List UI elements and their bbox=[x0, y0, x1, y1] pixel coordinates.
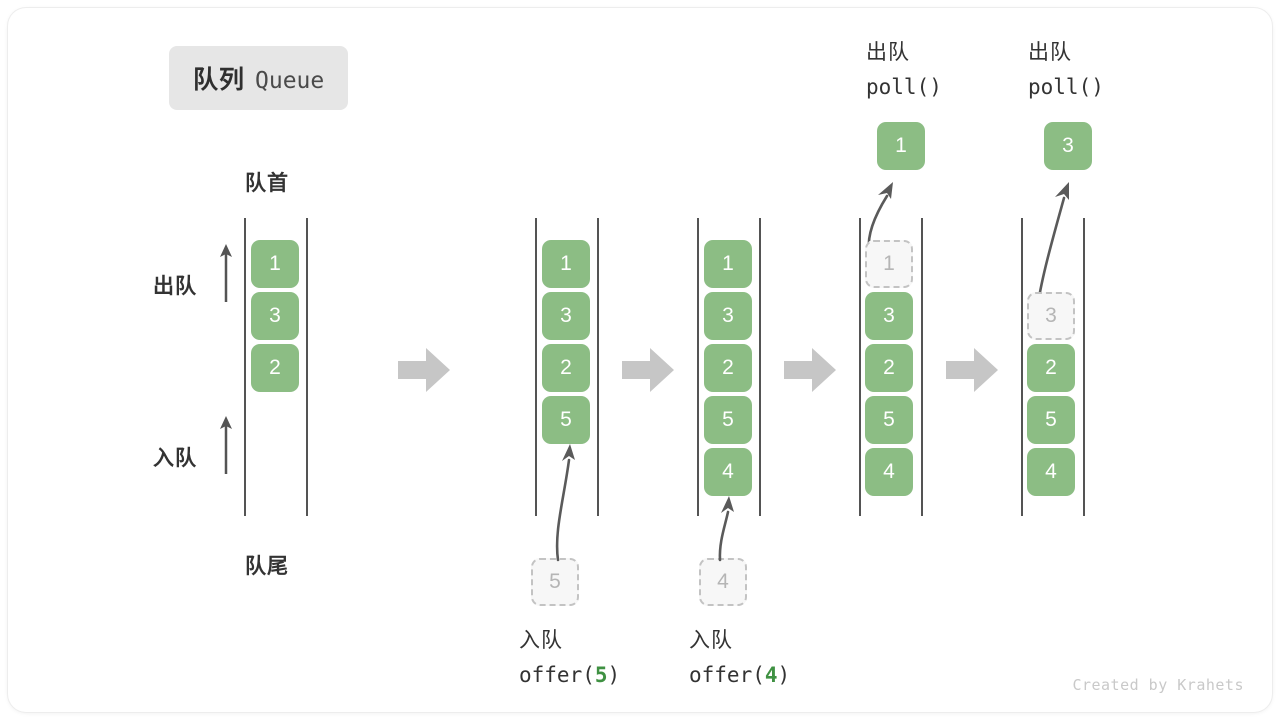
queue-element: 4 bbox=[865, 448, 913, 496]
operation-label-code: poll() bbox=[1028, 75, 1104, 99]
queue-rail-left bbox=[535, 218, 537, 516]
incoming-element-ghost: 4 bbox=[699, 558, 747, 606]
queue-element: 5 bbox=[704, 396, 752, 444]
operation-label-cn: 出队 bbox=[1028, 41, 1072, 64]
operation-label-cn: 入队 bbox=[519, 629, 563, 652]
dequeue-arrow-icon bbox=[216, 242, 236, 304]
footer-credit: Created by Krahets bbox=[1072, 676, 1244, 694]
title-english: Queue bbox=[255, 68, 325, 94]
queue-element: 1 bbox=[542, 240, 590, 288]
operation-label-offer-5: 入队 offer(5) bbox=[519, 624, 620, 692]
enqueue-curved-arrow-icon bbox=[714, 492, 748, 562]
diagram-title: 队列 Queue bbox=[169, 46, 349, 110]
operation-label-cn: 出队 bbox=[866, 41, 910, 64]
enqueue-direction-label: 入队 bbox=[153, 447, 197, 470]
dequeue-direction-label: 出队 bbox=[153, 275, 197, 298]
queue-rail-left bbox=[1021, 218, 1023, 516]
queue-element: 3 bbox=[704, 292, 752, 340]
operation-label-cn: 入队 bbox=[689, 629, 733, 652]
queue-rail-right bbox=[921, 218, 923, 516]
popped-element: 1 bbox=[877, 122, 925, 170]
step-separator-arrow-icon bbox=[946, 348, 998, 392]
diagram-canvas: 队列 Queue 队首 队尾 出队 入队 1 3 2 1 3 bbox=[8, 8, 1272, 712]
queue-element: 4 bbox=[1027, 448, 1075, 496]
step-separator-arrow-icon bbox=[784, 348, 836, 392]
operation-label-poll-3: 出队 poll() bbox=[1028, 36, 1104, 104]
removed-element-ghost: 1 bbox=[865, 240, 913, 288]
operation-label-code: offer(4) bbox=[689, 663, 791, 687]
step-separator-arrow-icon bbox=[398, 348, 450, 392]
operation-label-poll-1: 出队 poll() bbox=[866, 36, 942, 104]
queue-element: 2 bbox=[865, 344, 913, 392]
queue-tail-label: 队尾 bbox=[245, 555, 289, 578]
queue-rail-right bbox=[1083, 218, 1085, 516]
operation-label-code: poll() bbox=[866, 75, 942, 99]
queue-element: 2 bbox=[251, 344, 299, 392]
queue-element: 2 bbox=[1027, 344, 1075, 392]
queue-head-label: 队首 bbox=[245, 172, 289, 195]
incoming-element-ghost: 5 bbox=[531, 558, 579, 606]
queue-element: 2 bbox=[704, 344, 752, 392]
queue-rail-left bbox=[244, 218, 246, 516]
queue-rail-right bbox=[759, 218, 761, 516]
queue-element: 1 bbox=[704, 240, 752, 288]
queue-rail-left bbox=[859, 218, 861, 516]
queue-element: 1 bbox=[251, 240, 299, 288]
popped-element: 3 bbox=[1044, 122, 1092, 170]
queue-element-new: 5 bbox=[542, 396, 590, 444]
queue-rail-right bbox=[597, 218, 599, 516]
queue-rail-right bbox=[306, 218, 308, 516]
operation-label-code: offer(5) bbox=[519, 663, 621, 687]
queue-element: 3 bbox=[865, 292, 913, 340]
step-separator-arrow-icon bbox=[622, 348, 674, 392]
title-chinese: 队列 bbox=[193, 66, 246, 94]
dequeue-curved-arrow-icon bbox=[1032, 176, 1084, 306]
queue-element: 3 bbox=[542, 292, 590, 340]
queue-element: 5 bbox=[1027, 396, 1075, 444]
queue-element: 5 bbox=[865, 396, 913, 444]
operation-label-offer-4: 入队 offer(4) bbox=[689, 624, 790, 692]
queue-element: 3 bbox=[251, 292, 299, 340]
queue-rail-left bbox=[697, 218, 699, 516]
queue-element-new: 4 bbox=[704, 448, 752, 496]
enqueue-arrow-icon bbox=[216, 414, 236, 476]
removed-element-ghost: 3 bbox=[1027, 292, 1075, 340]
enqueue-curved-arrow-icon bbox=[548, 440, 588, 562]
queue-element: 2 bbox=[542, 344, 590, 392]
